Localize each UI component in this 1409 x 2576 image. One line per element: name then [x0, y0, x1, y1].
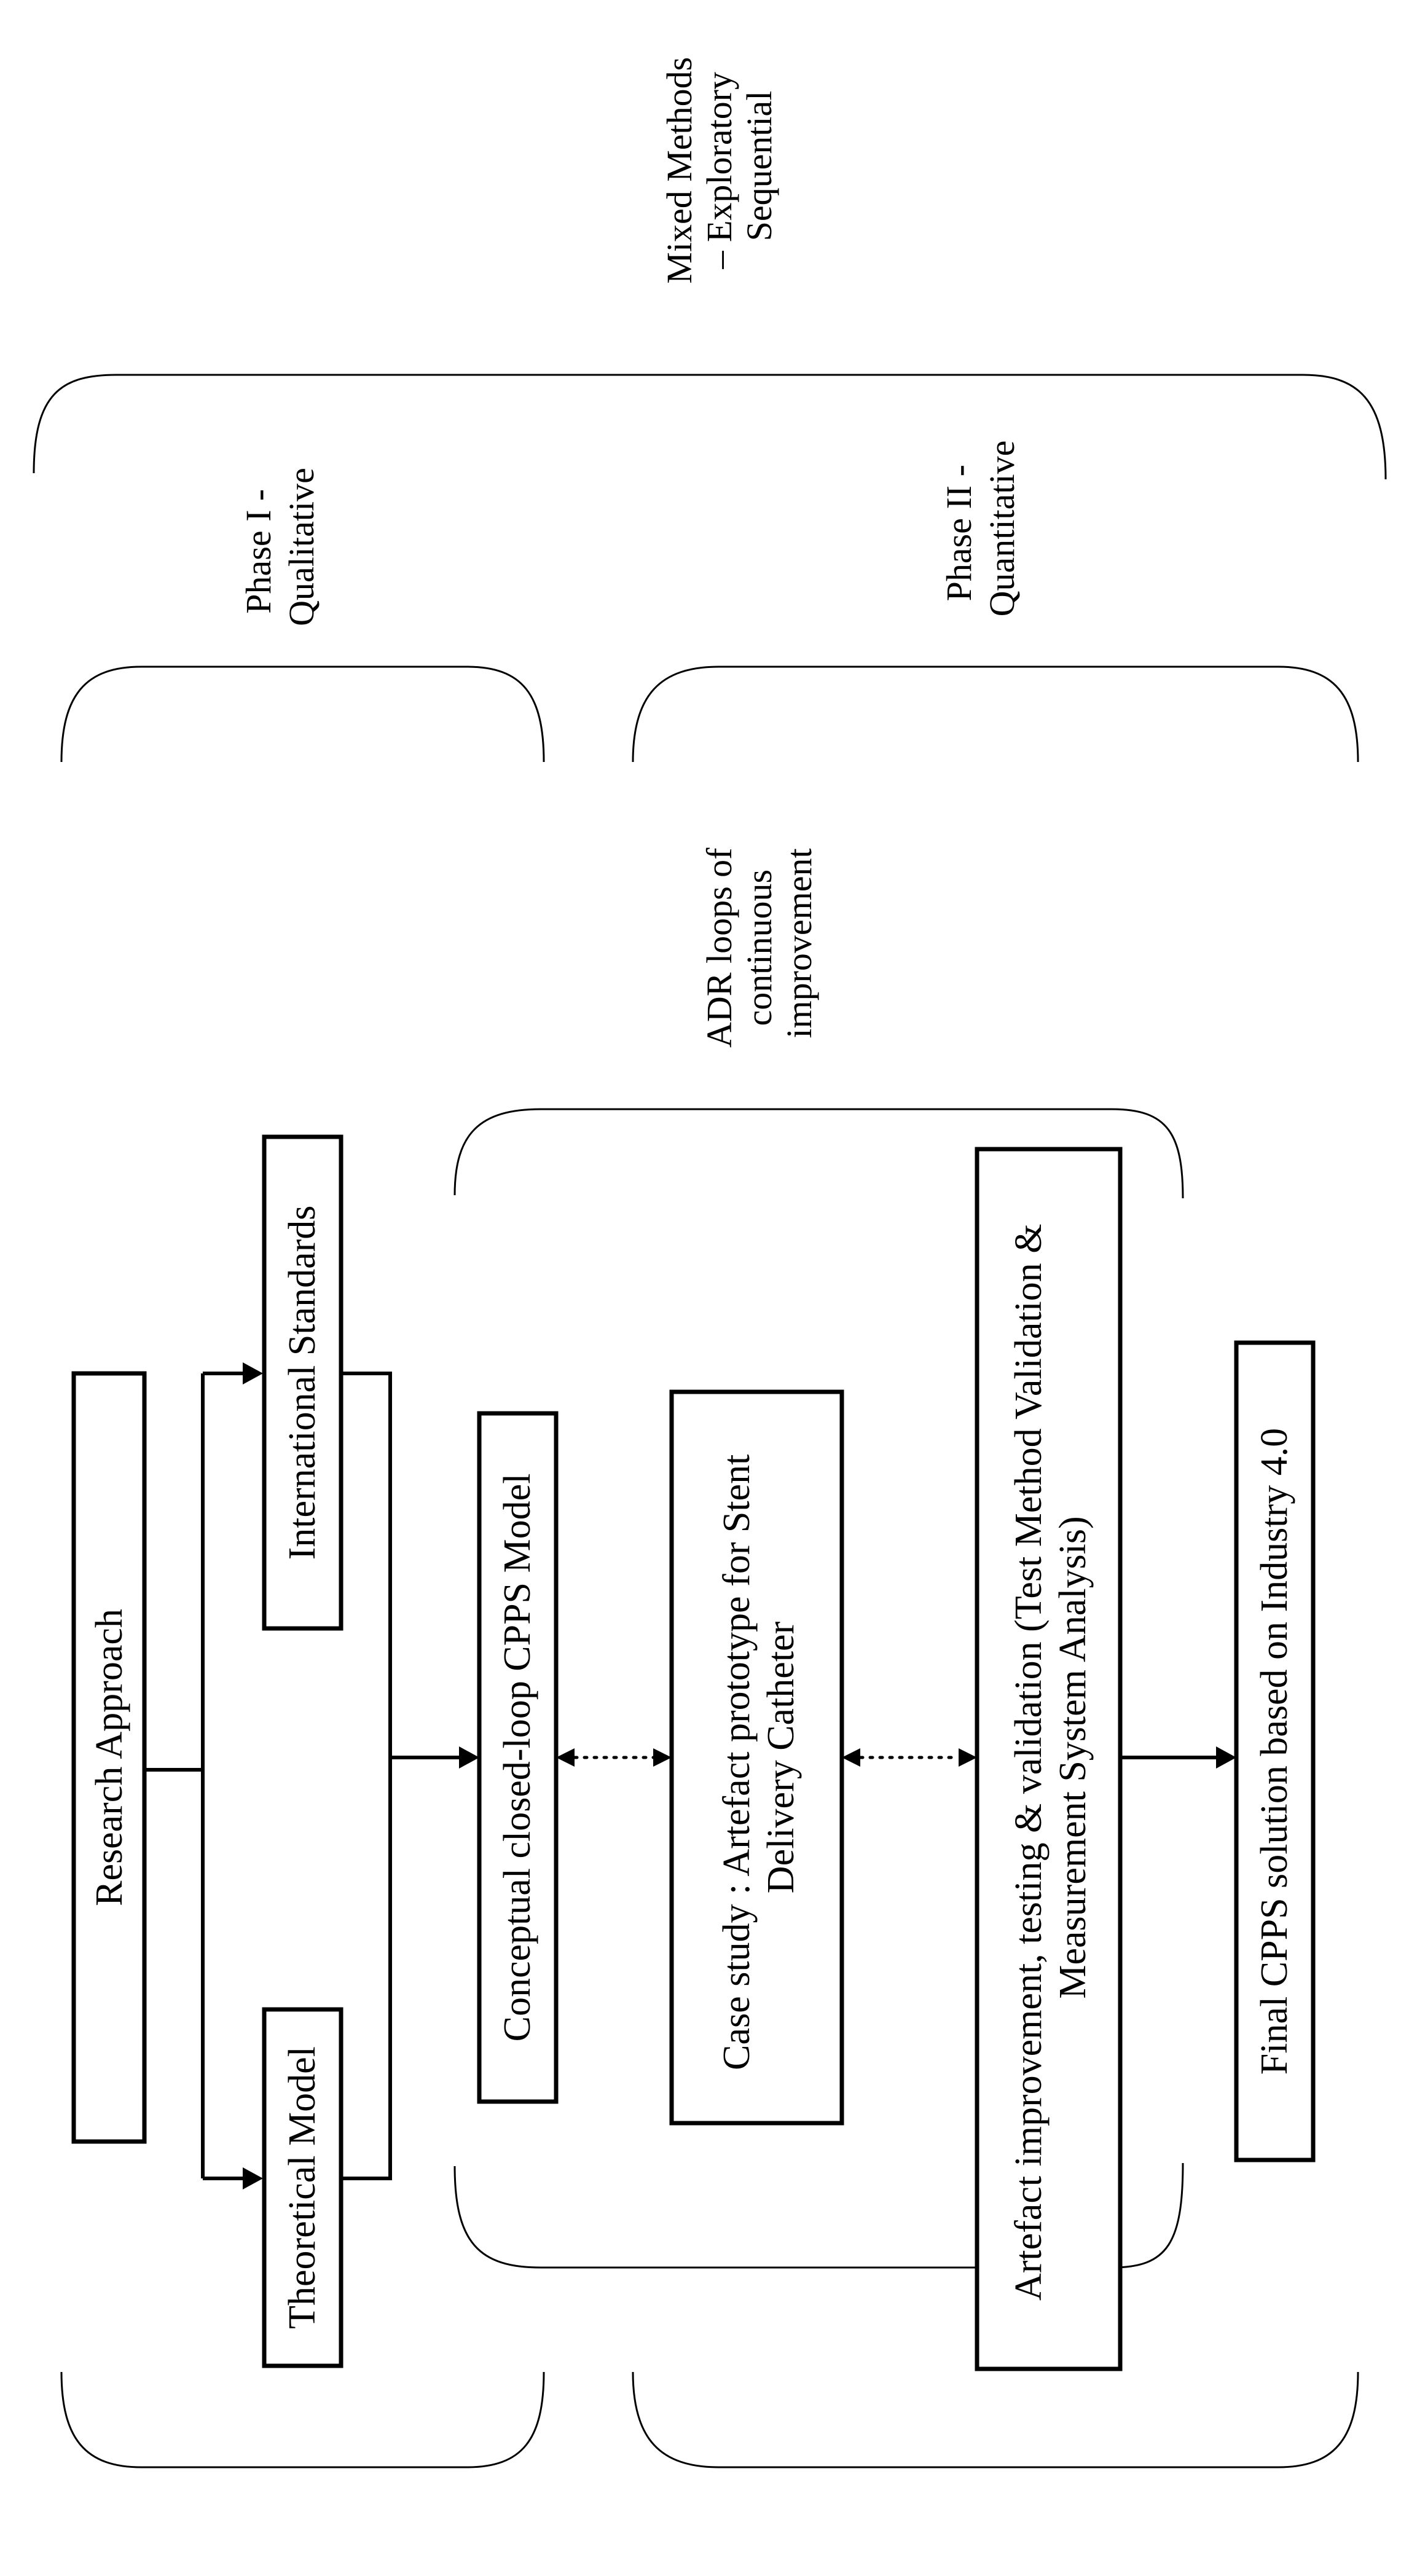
text-cpps-model: Conceptual closed-loop CPPS Model: [496, 1474, 538, 2042]
box-theoretical-model: [262, 2007, 343, 2368]
phase2-bracket-bottom: [632, 2371, 1359, 2468]
text-research-approach: Research Approach: [88, 1609, 130, 1906]
standards-and-model-merge-connector: [341, 1372, 464, 2180]
box-case-study: [669, 1389, 844, 2126]
dotted-arrowhead-right-2: [959, 1748, 977, 1767]
text-theoretical-model: Theoretical Model: [281, 2046, 323, 2329]
arrowhead-theoretical-model: [243, 2167, 263, 2189]
adr-bracket-bottom: [453, 2162, 1184, 2269]
text-artefact-improvement: Artefact improvement, testing & validati…: [1008, 1214, 1094, 2301]
label-phase2: Phase II - Quantitative: [939, 441, 1022, 617]
adr-bracket-top: [453, 1108, 1184, 1199]
box-international-standards: [262, 1134, 343, 1631]
mixed-methods-bracket: [33, 374, 1387, 480]
phase1-bracket-top: [60, 666, 545, 763]
text-case-study: Case study : Artefact prototype for Sten…: [716, 1445, 802, 2070]
arrowhead-final-solution: [1216, 1746, 1236, 1769]
dotted-arrowhead-left-2: [842, 1748, 860, 1767]
box-artefact-improvement: [975, 1147, 1123, 2371]
label-adr-loops: ADR loops of continuous improvement: [699, 839, 819, 1048]
box-final-solution: [1234, 1340, 1316, 2162]
arrowhead-international-standards: [243, 1362, 263, 1384]
arrowhead-cpps-model: [459, 1746, 479, 1769]
label-phase1: Phase I - Qualitative: [238, 468, 321, 626]
dotted-arrowhead-right-1: [653, 1748, 672, 1767]
label-mixed-methods: Mixed Methods – Exploratory Sequential: [659, 48, 779, 283]
phase1-bracket-bottom: [60, 2371, 545, 2468]
research-approach-branch-connector: [144, 1373, 205, 2178]
box-research-approach: [71, 1371, 147, 2144]
text-international-standards: International Standards: [281, 1206, 323, 1560]
text-final-solution: Final CPPS solution based on Industry 4.…: [1254, 1428, 1295, 2075]
dotted-arrowhead-left-1: [556, 1748, 575, 1767]
box-cpps-model: [477, 1411, 559, 2104]
phase2-bracket-top: [632, 666, 1359, 763]
